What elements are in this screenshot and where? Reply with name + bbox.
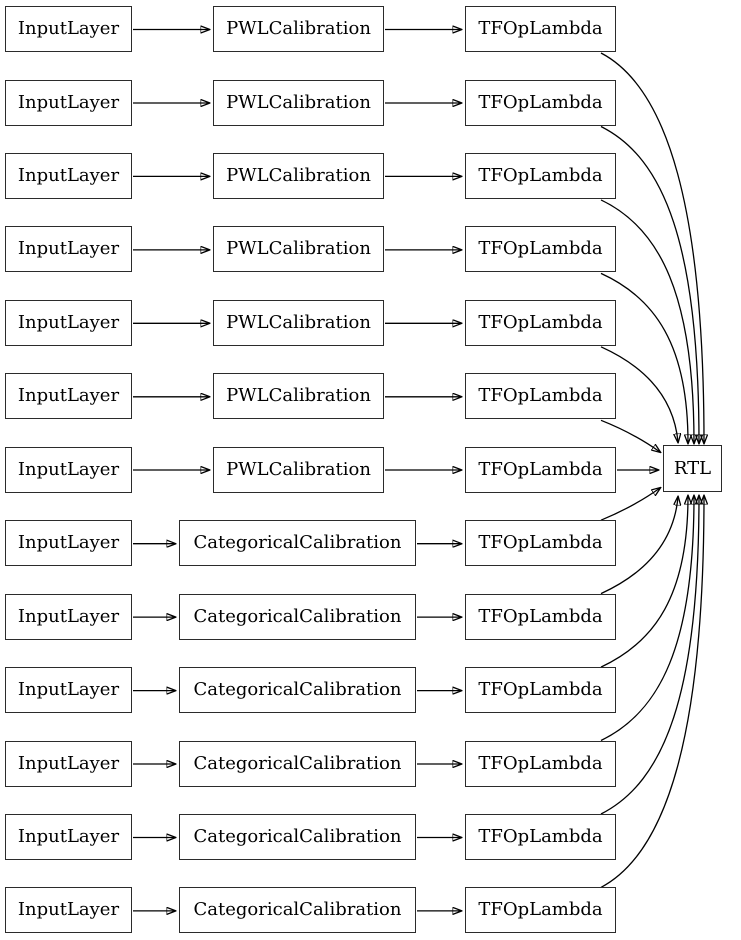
edge-lambda-to-rtl xyxy=(600,488,660,521)
node-tfop-lambda: TFOpLambda xyxy=(465,593,616,640)
node-pwl-calibration: PWLCalibration xyxy=(213,373,384,420)
node-rtl: RTL xyxy=(663,445,722,492)
node-pwl-calibration: PWLCalibration xyxy=(213,6,384,52)
node-tfop-lambda: TFOpLambda xyxy=(465,740,616,787)
node-categorical-calibration: CategoricalCalibration xyxy=(179,814,416,860)
node-tfop-lambda: TFOpLambda xyxy=(465,79,616,126)
node-categorical-calibration: CategoricalCalibration xyxy=(179,520,416,567)
node-tfop-lambda: TFOpLambda xyxy=(465,373,616,420)
edge-lambda-to-rtl xyxy=(600,52,704,443)
node-categorical-calibration: CategoricalCalibration xyxy=(179,887,416,934)
node-pwl-calibration: PWLCalibration xyxy=(213,446,384,493)
node-tfop-lambda: TFOpLambda xyxy=(465,6,616,52)
node-tfop-lambda: TFOpLambda xyxy=(465,814,616,860)
node-categorical-calibration: CategoricalCalibration xyxy=(179,667,416,714)
node-categorical-calibration: CategoricalCalibration xyxy=(179,740,416,787)
node-tfop-lambda: TFOpLambda xyxy=(465,520,616,567)
node-input-layer: InputLayer xyxy=(5,593,132,640)
node-input-layer: InputLayer xyxy=(5,520,132,567)
node-input-layer: InputLayer xyxy=(5,887,132,934)
node-input-layer: InputLayer xyxy=(5,152,132,199)
node-input-layer: InputLayer xyxy=(5,667,132,714)
node-tfop-lambda: TFOpLambda xyxy=(465,226,616,273)
node-pwl-calibration: PWLCalibration xyxy=(213,226,384,273)
node-pwl-calibration: PWLCalibration xyxy=(213,79,384,126)
node-tfop-lambda: TFOpLambda xyxy=(465,152,616,199)
node-pwl-calibration: PWLCalibration xyxy=(213,152,384,199)
node-tfop-lambda: TFOpLambda xyxy=(465,887,616,934)
node-pwl-calibration: PWLCalibration xyxy=(213,299,384,346)
node-input-layer: InputLayer xyxy=(5,226,132,273)
node-input-layer: InputLayer xyxy=(5,299,132,346)
node-tfop-lambda: TFOpLambda xyxy=(465,299,616,346)
node-categorical-calibration: CategoricalCalibration xyxy=(179,593,416,640)
node-input-layer: InputLayer xyxy=(5,6,132,52)
node-input-layer: InputLayer xyxy=(5,373,132,420)
node-input-layer: InputLayer xyxy=(5,79,132,126)
edge-lambda-to-rtl xyxy=(600,496,704,888)
node-input-layer: InputLayer xyxy=(5,446,132,493)
node-tfop-lambda: TFOpLambda xyxy=(465,446,616,493)
node-tfop-lambda: TFOpLambda xyxy=(465,667,616,714)
node-input-layer: InputLayer xyxy=(5,740,132,787)
node-input-layer: InputLayer xyxy=(5,814,132,860)
